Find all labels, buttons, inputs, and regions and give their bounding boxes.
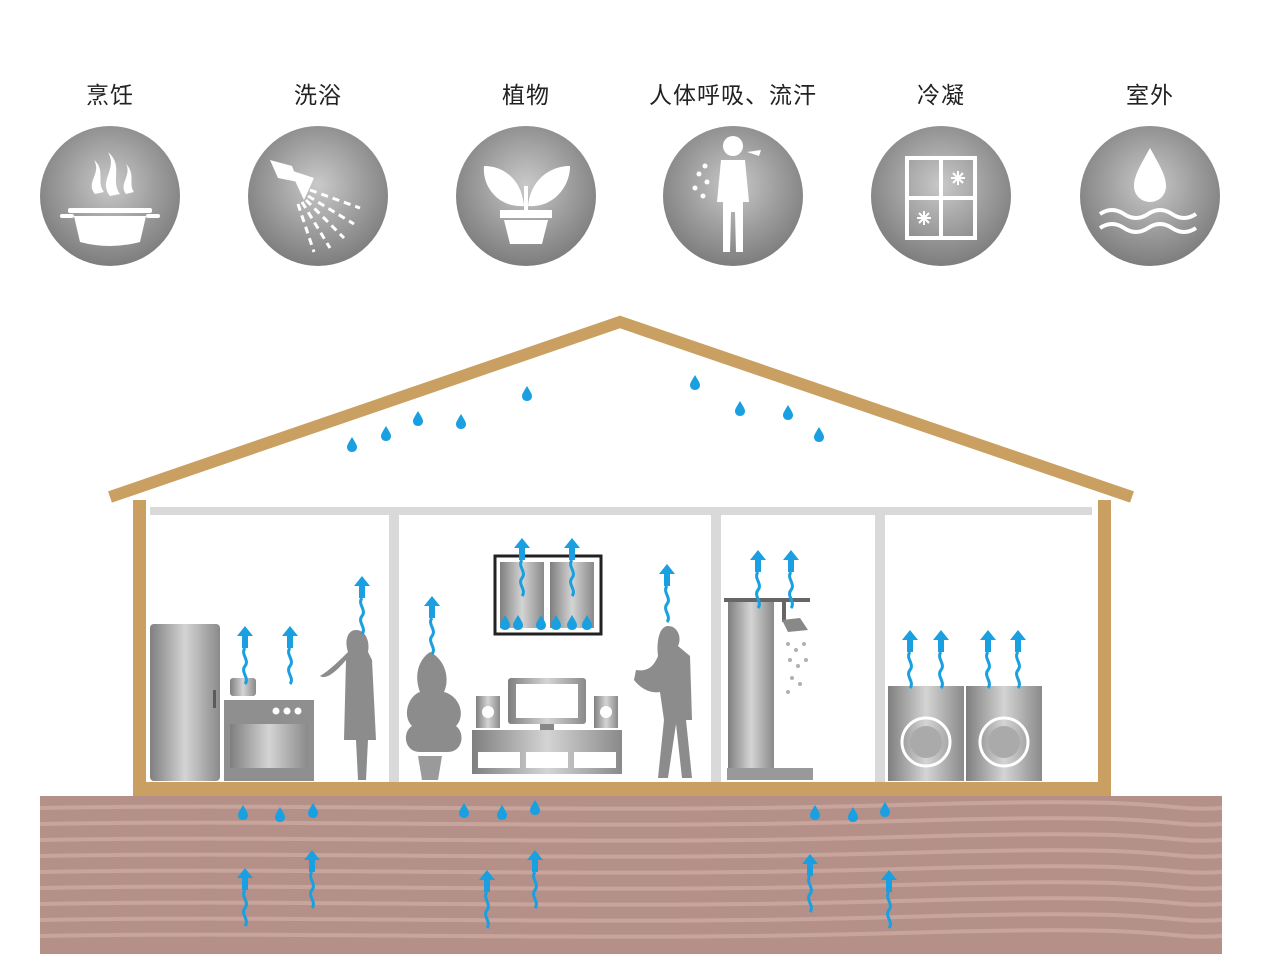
bathroom	[724, 598, 813, 780]
roof	[108, 315, 1134, 503]
water-drop	[347, 437, 357, 452]
ground-stripe	[39, 800, 1223, 811]
vapor-arrow	[931, 628, 951, 690]
source-condensation: 冷凝	[841, 78, 1041, 266]
vapor-arrow	[235, 624, 255, 686]
ground-stripe	[39, 864, 1223, 875]
ground-stripe	[39, 848, 1223, 859]
shower-head	[782, 618, 808, 632]
water-drop	[456, 414, 466, 429]
ceiling	[150, 507, 1092, 515]
man-silhouette	[634, 626, 692, 778]
source-label: 室外	[1126, 83, 1174, 109]
source-label: 洗浴	[294, 83, 342, 109]
source-cooking: 烹饪	[10, 78, 210, 266]
woman-silhouette	[320, 630, 376, 780]
ground-stripe	[39, 896, 1223, 907]
vapor-arrow	[978, 628, 998, 690]
water-drop	[690, 375, 700, 390]
wall-right	[1098, 500, 1111, 796]
curtain-rod	[724, 598, 810, 602]
ground-stripe	[39, 880, 1223, 891]
vapor-arrow	[280, 624, 300, 686]
vapor-arrow	[1008, 628, 1028, 690]
source-plants: 植物	[426, 78, 626, 266]
partition-2	[711, 515, 721, 782]
ground-stripe	[39, 832, 1223, 843]
floor	[133, 782, 1111, 796]
ground-stripe	[39, 816, 1223, 827]
water-drop	[522, 386, 532, 401]
wall-left	[133, 500, 146, 796]
vapor-arrow	[422, 594, 442, 656]
house-structure	[108, 315, 1134, 796]
house-scene	[39, 315, 1223, 954]
water-drop	[735, 401, 745, 416]
living-room	[405, 554, 692, 780]
ground	[39, 796, 1223, 954]
refrigerator	[150, 624, 220, 781]
water-drop	[783, 405, 793, 420]
water-drop	[413, 411, 423, 426]
source-label: 人体呼吸、流汗	[649, 83, 817, 109]
shower-curtain	[728, 602, 774, 768]
vapor-arrow	[352, 574, 372, 636]
vapor-arrow	[657, 562, 677, 624]
water-drop-waves-icon	[1080, 126, 1220, 266]
cooking-pot	[230, 678, 256, 696]
source-label: 冷凝	[917, 83, 965, 109]
cooking-pot-icon	[40, 126, 180, 266]
shower-head-icon	[248, 126, 388, 266]
frosted-window-icon	[871, 126, 1011, 266]
vapor-arrow	[900, 628, 920, 690]
potted-plant	[405, 652, 462, 780]
person-breathing-icon	[663, 126, 803, 266]
partition-3	[875, 515, 885, 782]
source-bathing: 洗浴	[218, 78, 418, 266]
partition-1	[389, 515, 399, 782]
laundry-room	[888, 686, 1042, 781]
ground-stripe	[39, 928, 1223, 939]
source-label: 植物	[502, 83, 550, 109]
potted-plant-icon	[456, 126, 596, 266]
water-drop	[814, 427, 824, 442]
source-human: 人体呼吸、流汗	[633, 78, 833, 266]
water-drop	[381, 426, 391, 441]
ground-stripe	[39, 912, 1223, 923]
source-outdoor: 室外	[1050, 78, 1250, 266]
source-label: 烹饪	[86, 83, 134, 109]
kitchen-room	[150, 624, 376, 781]
moisture-source-row: 烹饪 洗浴	[0, 0, 1261, 290]
